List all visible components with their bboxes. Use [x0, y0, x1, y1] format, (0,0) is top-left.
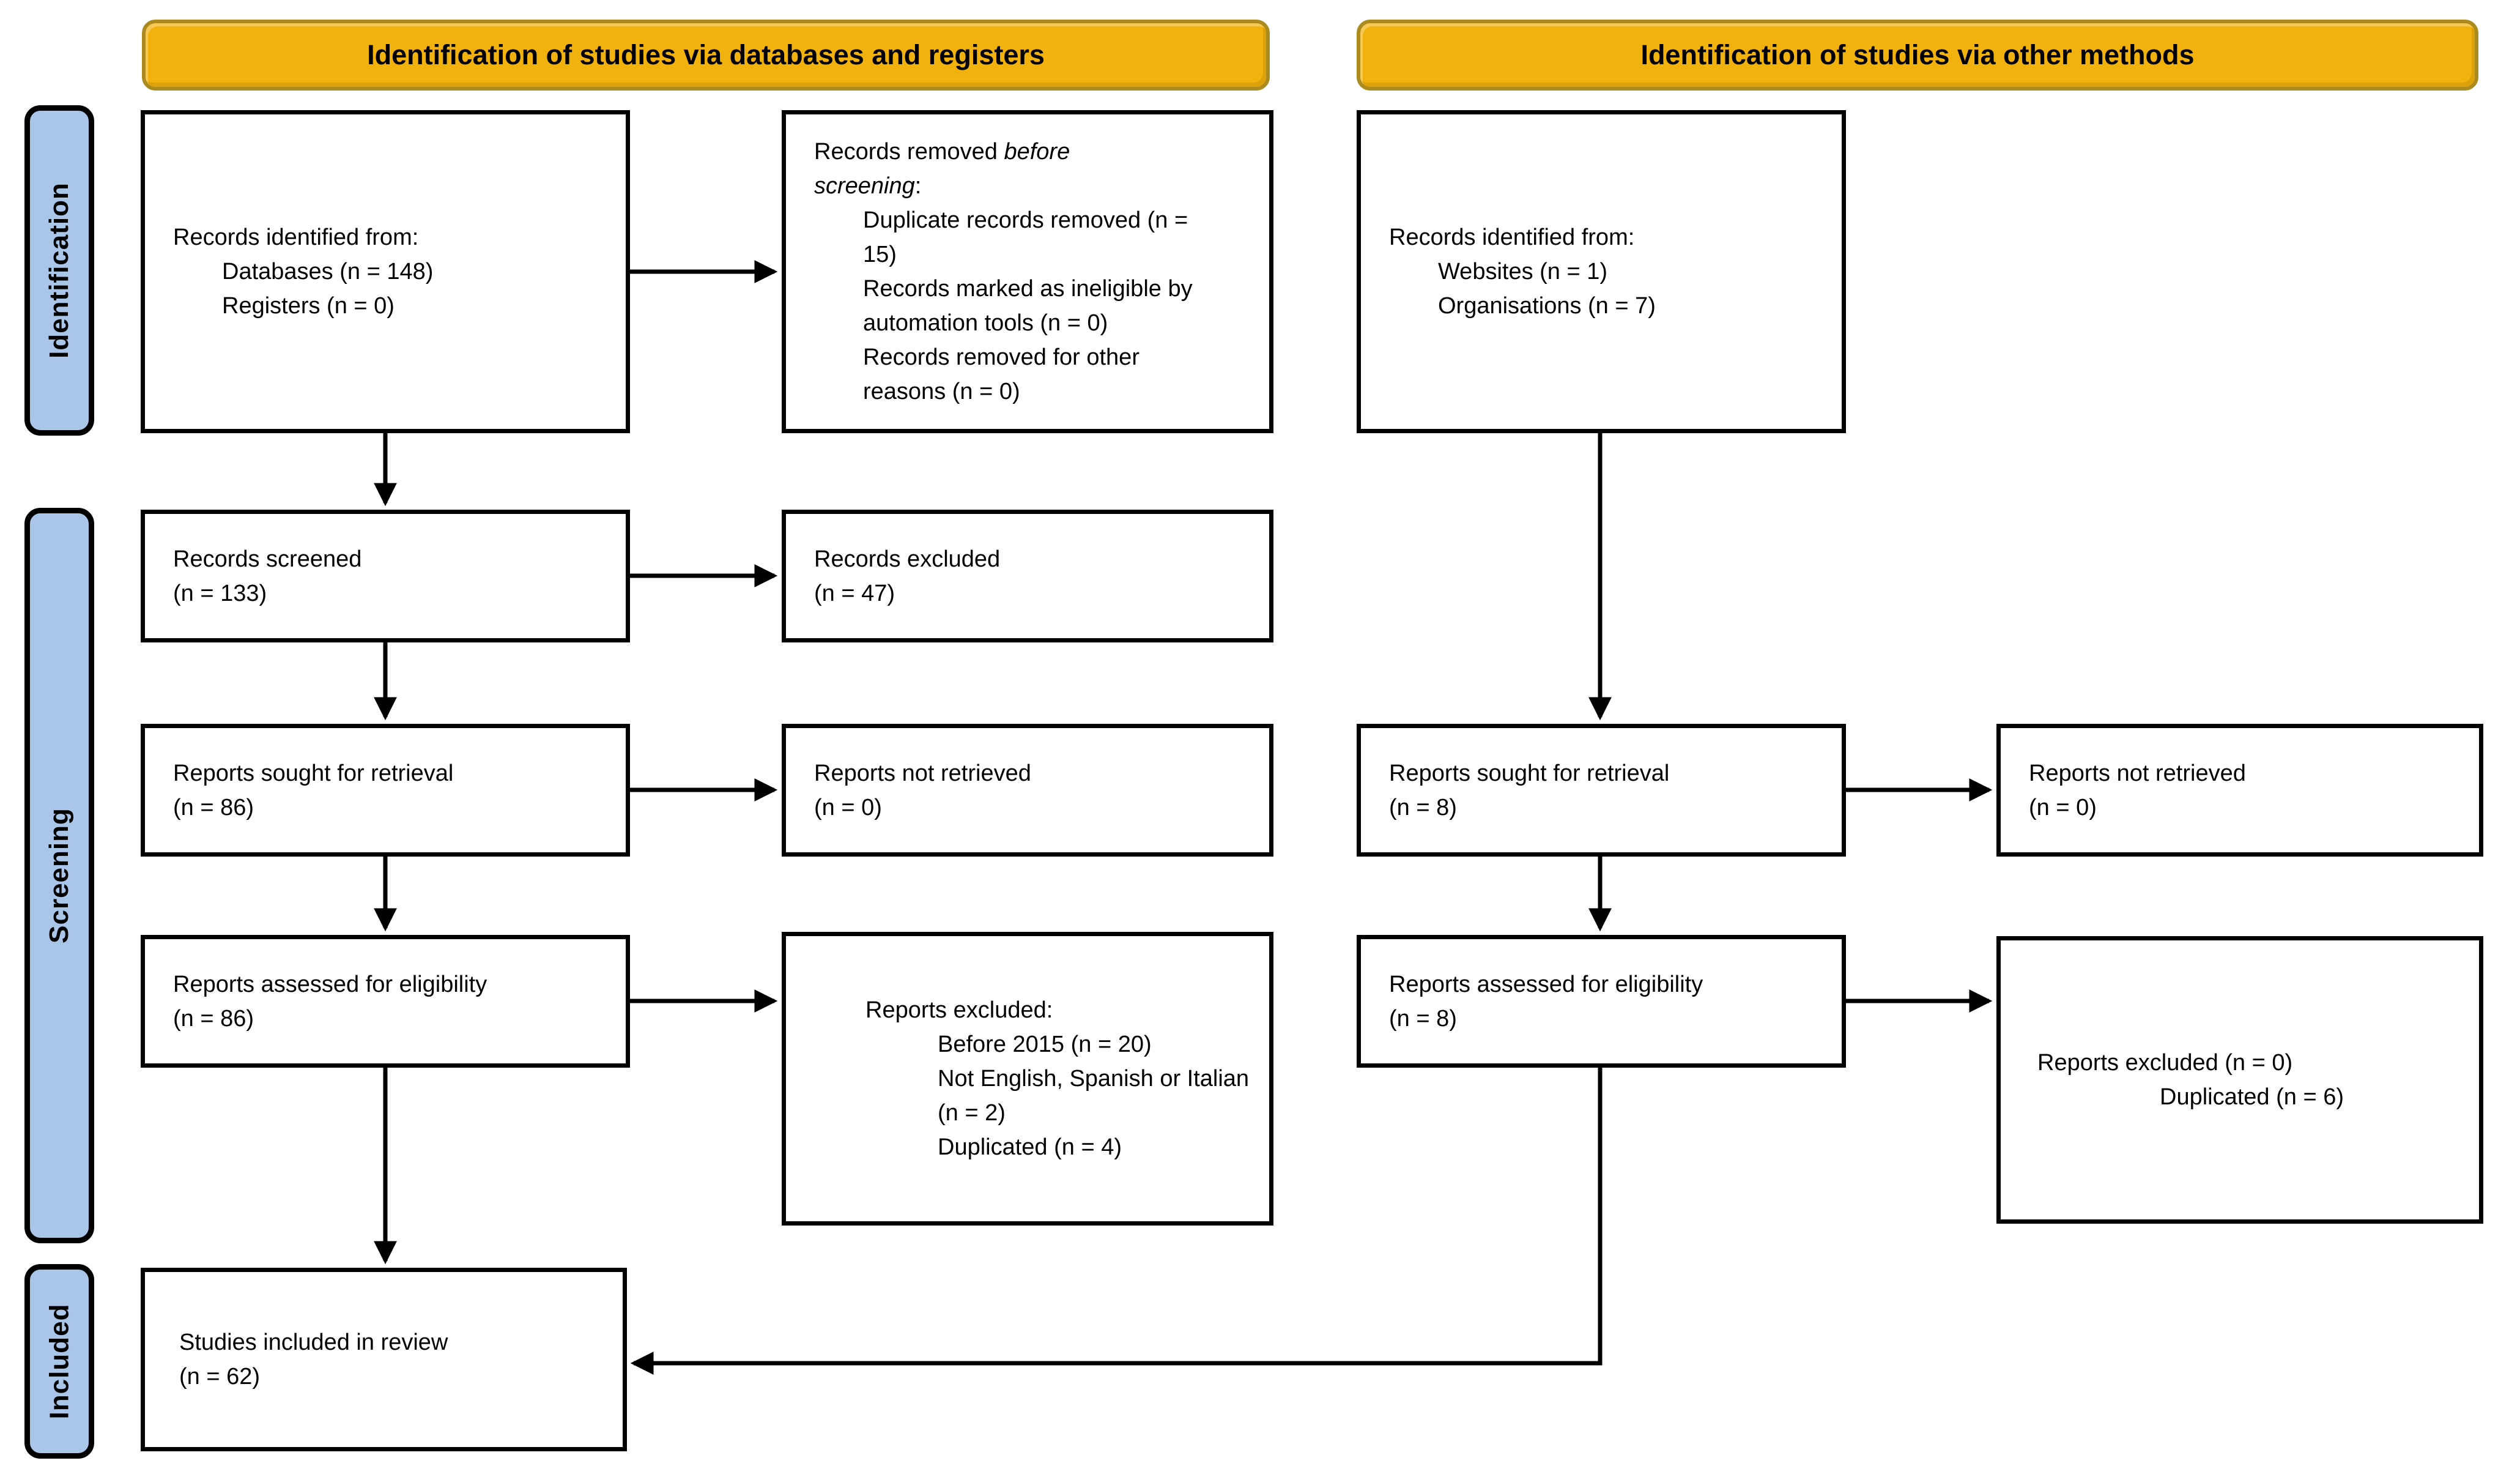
stage-identification: Identification	[24, 105, 94, 436]
stage-label: Identification	[44, 182, 74, 359]
box-item: Records removed for other reasons (n = 0…	[863, 344, 1140, 404]
box-records-identified-other: Records identified from: Websites (n = 1…	[1357, 110, 1846, 433]
header-other-methods: Identification of studies via other meth…	[1357, 20, 2478, 91]
box-count: (n = 0)	[814, 794, 882, 820]
stage-label: Included	[44, 1303, 74, 1419]
box-title: Reports excluded:	[865, 997, 1053, 1023]
box-records-removed-before-screening: Records removed before screening: Duplic…	[782, 110, 1273, 433]
box-reports-not-retrieved-databases: Reports not retrieved (n = 0)	[782, 724, 1273, 857]
stage-label: Screening	[44, 808, 74, 943]
box-item: Databases (n = 148)	[222, 259, 434, 285]
box-line: Reports excluded (n = 0)	[2037, 1050, 2293, 1076]
box-item: Registers (n = 0)	[222, 293, 395, 319]
box-reports-sought-other: Reports sought for retrieval (n = 8)	[1357, 724, 1846, 857]
box-line: Reports assessed for eligibility	[173, 971, 487, 997]
stage-screening: Screening	[24, 508, 94, 1243]
box-item: Duplicate records removed (n = 15)	[863, 207, 1188, 267]
box-title-colon: :	[914, 173, 922, 199]
box-reports-excluded-other: Reports excluded (n = 0) Duplicated (n =…	[1996, 936, 2483, 1224]
box-records-screened: Records screened (n = 133)	[141, 510, 630, 642]
box-line: Reports not retrieved	[814, 760, 1031, 786]
box-item: Duplicated (n = 6)	[2160, 1084, 2344, 1110]
box-line: Records excluded	[814, 546, 1001, 572]
box-reports-not-retrieved-other: Reports not retrieved (n = 0)	[1996, 724, 2483, 857]
box-reports-sought-databases: Reports sought for retrieval (n = 86)	[141, 724, 630, 857]
box-line: Studies included in review	[179, 1330, 448, 1355]
box-count: (n = 47)	[814, 580, 895, 606]
box-studies-included: Studies included in review (n = 62)	[141, 1268, 627, 1451]
box-count: (n = 0)	[2029, 794, 2097, 820]
box-reports-assessed-databases: Reports assessed for eligibility (n = 86…	[141, 935, 630, 1068]
stage-included: Included	[24, 1264, 94, 1459]
box-line: Reports not retrieved	[2029, 760, 2246, 786]
header-label: Identification of studies via other meth…	[1640, 39, 2195, 70]
box-line: Reports sought for retrieval	[1389, 760, 1670, 786]
box-records-excluded: Records excluded (n = 47)	[782, 510, 1273, 642]
box-count: (n = 62)	[179, 1364, 261, 1390]
box-item: Duplicated (n = 4)	[938, 1134, 1122, 1160]
box-title-text: Records removed	[814, 139, 1004, 165]
box-reports-excluded-databases: Reports excluded: Before 2015 (n = 20) N…	[782, 932, 1273, 1226]
box-item: Organisations (n = 7)	[1438, 293, 1656, 319]
box-title: Records identified from:	[1389, 225, 1635, 250]
header-label: Identification of studies via databases …	[367, 39, 1045, 70]
box-count: (n = 8)	[1389, 794, 1457, 820]
box-count: (n = 133)	[173, 580, 267, 606]
box-title-italic: before screening	[814, 139, 1070, 199]
box-records-identified-databases: Records identified from: Databases (n = …	[141, 110, 630, 433]
box-item: Records marked as ineligible by automati…	[863, 276, 1193, 336]
box-title: Records identified from:	[173, 225, 419, 250]
box-count: (n = 8)	[1389, 1005, 1457, 1032]
box-item: Not English, Spanish or Italian (n = 2)	[938, 1066, 1250, 1126]
box-item: Before 2015 (n = 20)	[938, 1032, 1152, 1057]
header-databases-registers: Identification of studies via databases …	[142, 20, 1270, 91]
box-item: Websites (n = 1)	[1438, 259, 1608, 285]
box-line: Reports assessed for eligibility	[1389, 971, 1703, 997]
box-title: Records removed before screening:	[814, 135, 1181, 203]
box-line: Records screened	[173, 546, 362, 572]
box-reports-assessed-other: Reports assessed for eligibility (n = 8)	[1357, 935, 1846, 1068]
box-count: (n = 86)	[173, 794, 254, 820]
box-count: (n = 86)	[173, 1005, 254, 1032]
box-line: Reports sought for retrieval	[173, 760, 454, 786]
